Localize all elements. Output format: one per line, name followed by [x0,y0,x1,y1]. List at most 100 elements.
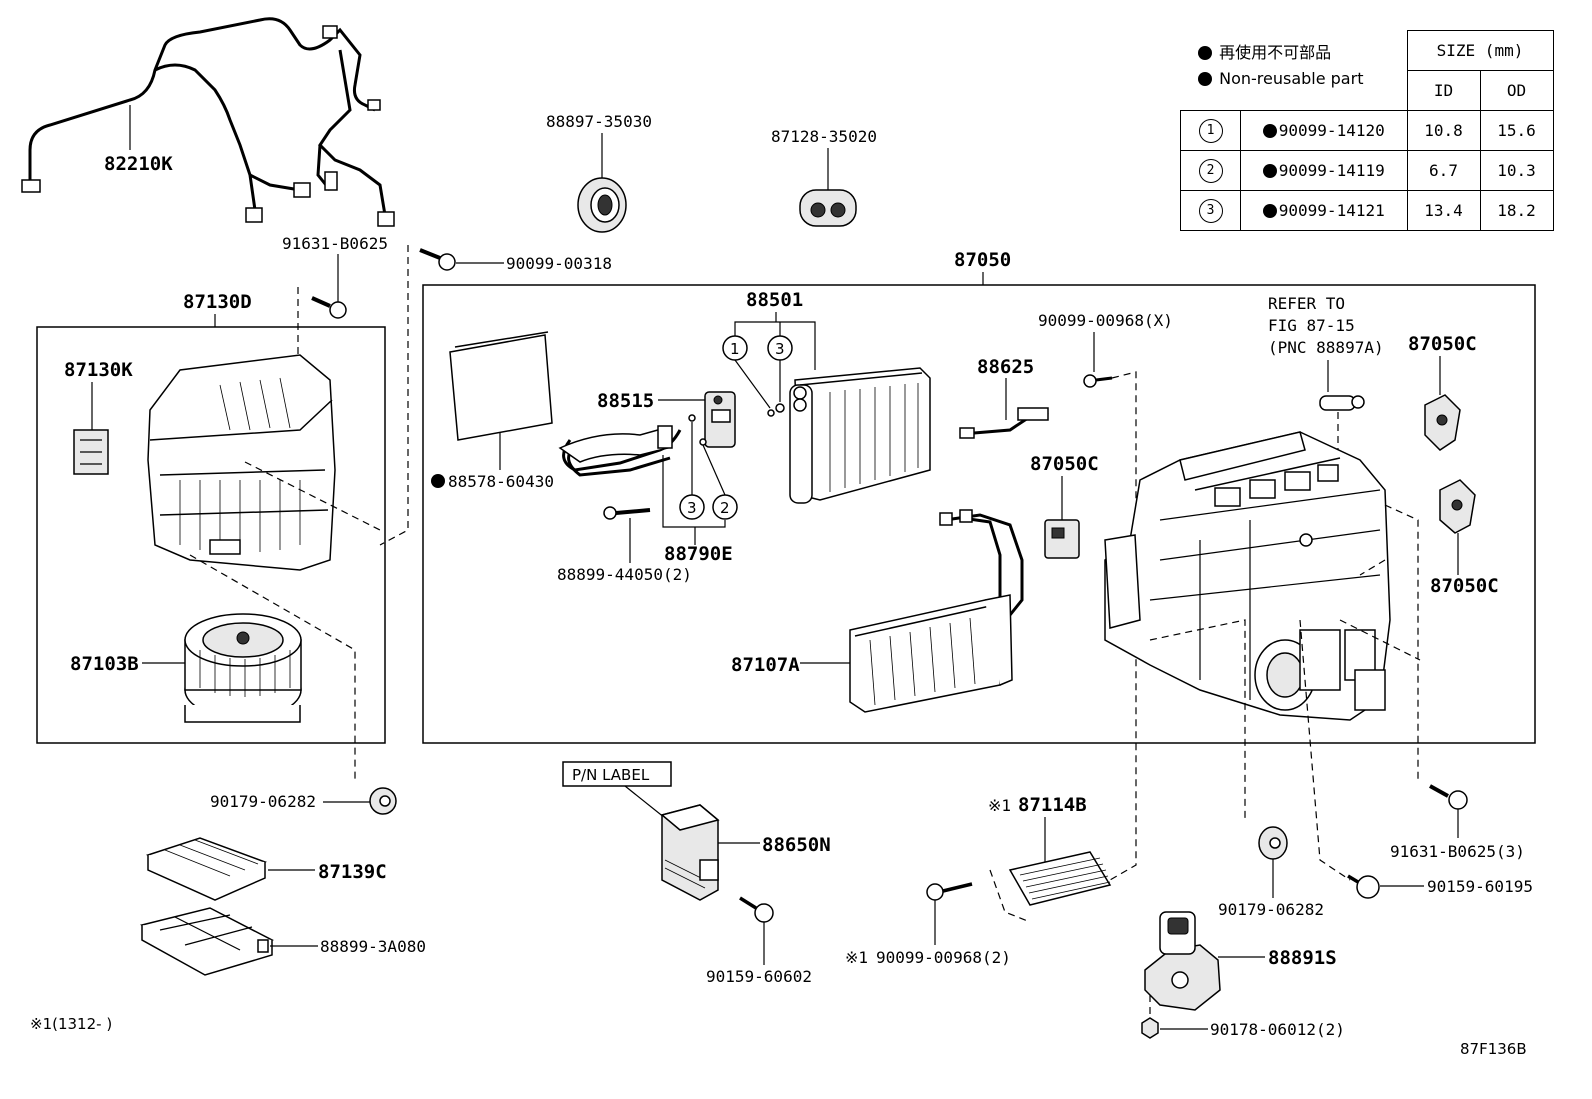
label-90178-06012: 90178-06012(2) [1210,1020,1345,1039]
bolt-88899-44050[interactable] [603,506,651,520]
label-87130K: 87130K [64,359,133,381]
svg-text:2: 2 [720,499,730,517]
label-90099-00968X: 90099-00968(X) [1038,311,1173,330]
mark-87114B: ※1 [988,796,1011,815]
refer-to-line1: REFER TO [1268,294,1345,313]
grommet-90179-06282-left[interactable] [369,787,397,815]
ref-circle-2-bottom [712,494,738,520]
refer-to-line3: (PNC 88897A) [1268,338,1384,357]
label-87128-35020: 87128-35020 [771,127,877,146]
actuator-88891S[interactable] [1144,911,1221,1011]
footnote: ※1(1312- ) [30,1015,112,1033]
label-88650N: 88650N [762,834,831,856]
grommet-90179-06282-right[interactable] [1258,826,1288,860]
filter-case-88899-3A080[interactable] [139,907,274,976]
label-87103B: 87103B [70,653,139,675]
table-row: 1 90099-14120 10.8 15.6 [1180,110,1554,151]
non-reusable-dot-88578 [431,474,445,488]
filter-87139C[interactable] [145,837,267,901]
ref-circle: 1 [1198,118,1223,143]
resistor-87130K[interactable] [73,429,109,475]
label-87050C-right: 87050C [1430,575,1499,597]
pn-label-box [562,761,672,787]
assembly-box-87130D [36,326,386,744]
screw-90159-60195[interactable] [1347,874,1380,899]
expansion-valve-88515[interactable] [704,391,736,448]
ref-circle: 2 [1198,158,1223,183]
part-number: 90099-14120 [1278,121,1385,140]
label-88891S: 88891S [1268,947,1337,969]
legend-jp: 再使用不可部品 [1198,40,1363,66]
part-88897A[interactable] [1319,395,1365,411]
mark-90099-00968-2: ※1 [845,948,868,967]
ref-circle: 3 [1198,198,1223,223]
legend: 再使用不可部品 Non-reusable part [1198,40,1363,92]
table-row: 3 90099-14121 13.4 18.2 [1180,190,1554,231]
screw-90099-00968X[interactable] [1083,374,1113,388]
non-reusable-dot-icon [1198,72,1212,86]
label-88578-60430: 88578-60430 [448,472,554,491]
assembly-box-87050 [422,284,1536,744]
nut-90178-06012[interactable] [1141,1017,1159,1039]
grommet-87128-35020[interactable] [799,189,857,227]
size-id: 13.4 [1406,190,1481,231]
ecu-88650N[interactable] [660,804,720,901]
svg-text:1: 1 [730,340,740,358]
legend-en: Non-reusable part [1198,66,1363,92]
size-table-col-id: ID [1406,70,1481,111]
non-reusable-dot-icon [1198,46,1212,60]
label-90159-60195: 90159-60195 [1427,877,1533,896]
size-od: 10.3 [1479,150,1554,191]
label-88899-3A080: 88899-3A080 [320,937,426,956]
label-90099-00968-2: 90099-00968(2) [876,948,1011,967]
servo-87050C-right[interactable] [1439,479,1476,534]
size-table-header: SIZE (mm) [1406,30,1554,71]
servo-87050C-middle[interactable] [1044,519,1080,559]
label-87130D: 87130D [183,291,252,313]
servo-87050C-top[interactable] [1424,394,1461,451]
heater-core-87107A[interactable] [849,509,1024,713]
blower-motor-87103B[interactable] [184,613,302,723]
size-table-col-od: OD [1479,70,1554,111]
table-row: 2 90099-14119 6.7 10.3 [1180,150,1554,191]
bolt-90099-00318[interactable] [419,248,456,271]
size-table: SIZE (mm) ID OD 1 90099-14120 10.8 15.6 … [1180,30,1554,231]
screw-90159-60602[interactable] [739,896,774,923]
pn-label-text: P/N LABEL [572,766,650,784]
label-90159-60602: 90159-60602 [706,967,812,986]
size-od: 18.2 [1479,190,1554,231]
wire-harness-82210K[interactable] [21,17,395,227]
pipe-88790E[interactable] [558,425,682,477]
label-88897-35030: 88897-35030 [546,112,652,131]
svg-text:3: 3 [687,499,697,517]
non-reusable-dot-icon [1262,124,1277,138]
label-88790E: 88790E [664,543,733,565]
label-87107A: 87107A [731,654,800,676]
label-88515: 88515 [597,390,654,412]
evaporator-88501[interactable] [789,367,931,504]
screw-90099-00968-2[interactable] [926,882,973,901]
blower-unit-87130D[interactable] [147,354,336,571]
sensor-88625[interactable] [959,407,1049,439]
part-number: 90099-14121 [1278,201,1385,220]
size-id: 10.8 [1406,110,1481,151]
label-87050C-middle: 87050C [1030,453,1099,475]
label-88501: 88501 [746,289,803,311]
grommet-88897-35030[interactable] [577,177,627,233]
hvac-housing[interactable] [1104,431,1391,721]
part-number: 90099-14119 [1278,161,1385,180]
label-87114B: 87114B [1018,794,1087,816]
label-90179-06282-right: 90179-06282 [1218,900,1324,919]
label-87139C: 87139C [318,861,387,883]
bolt-91631-B0625-3[interactable] [1429,784,1468,810]
non-reusable-dot-icon [1262,204,1277,218]
size-id: 6.7 [1406,150,1481,191]
label-87050C-top: 87050C [1408,333,1477,355]
filter-sheet-88578-60430[interactable] [449,331,553,441]
svg-text:3: 3 [775,340,785,358]
label-82210K: 82210K [104,153,173,175]
heater-87114B[interactable] [1008,851,1112,906]
label-88899-44050: 88899-44050(2) [557,565,692,584]
bolt-91631-B0625[interactable] [311,296,347,319]
